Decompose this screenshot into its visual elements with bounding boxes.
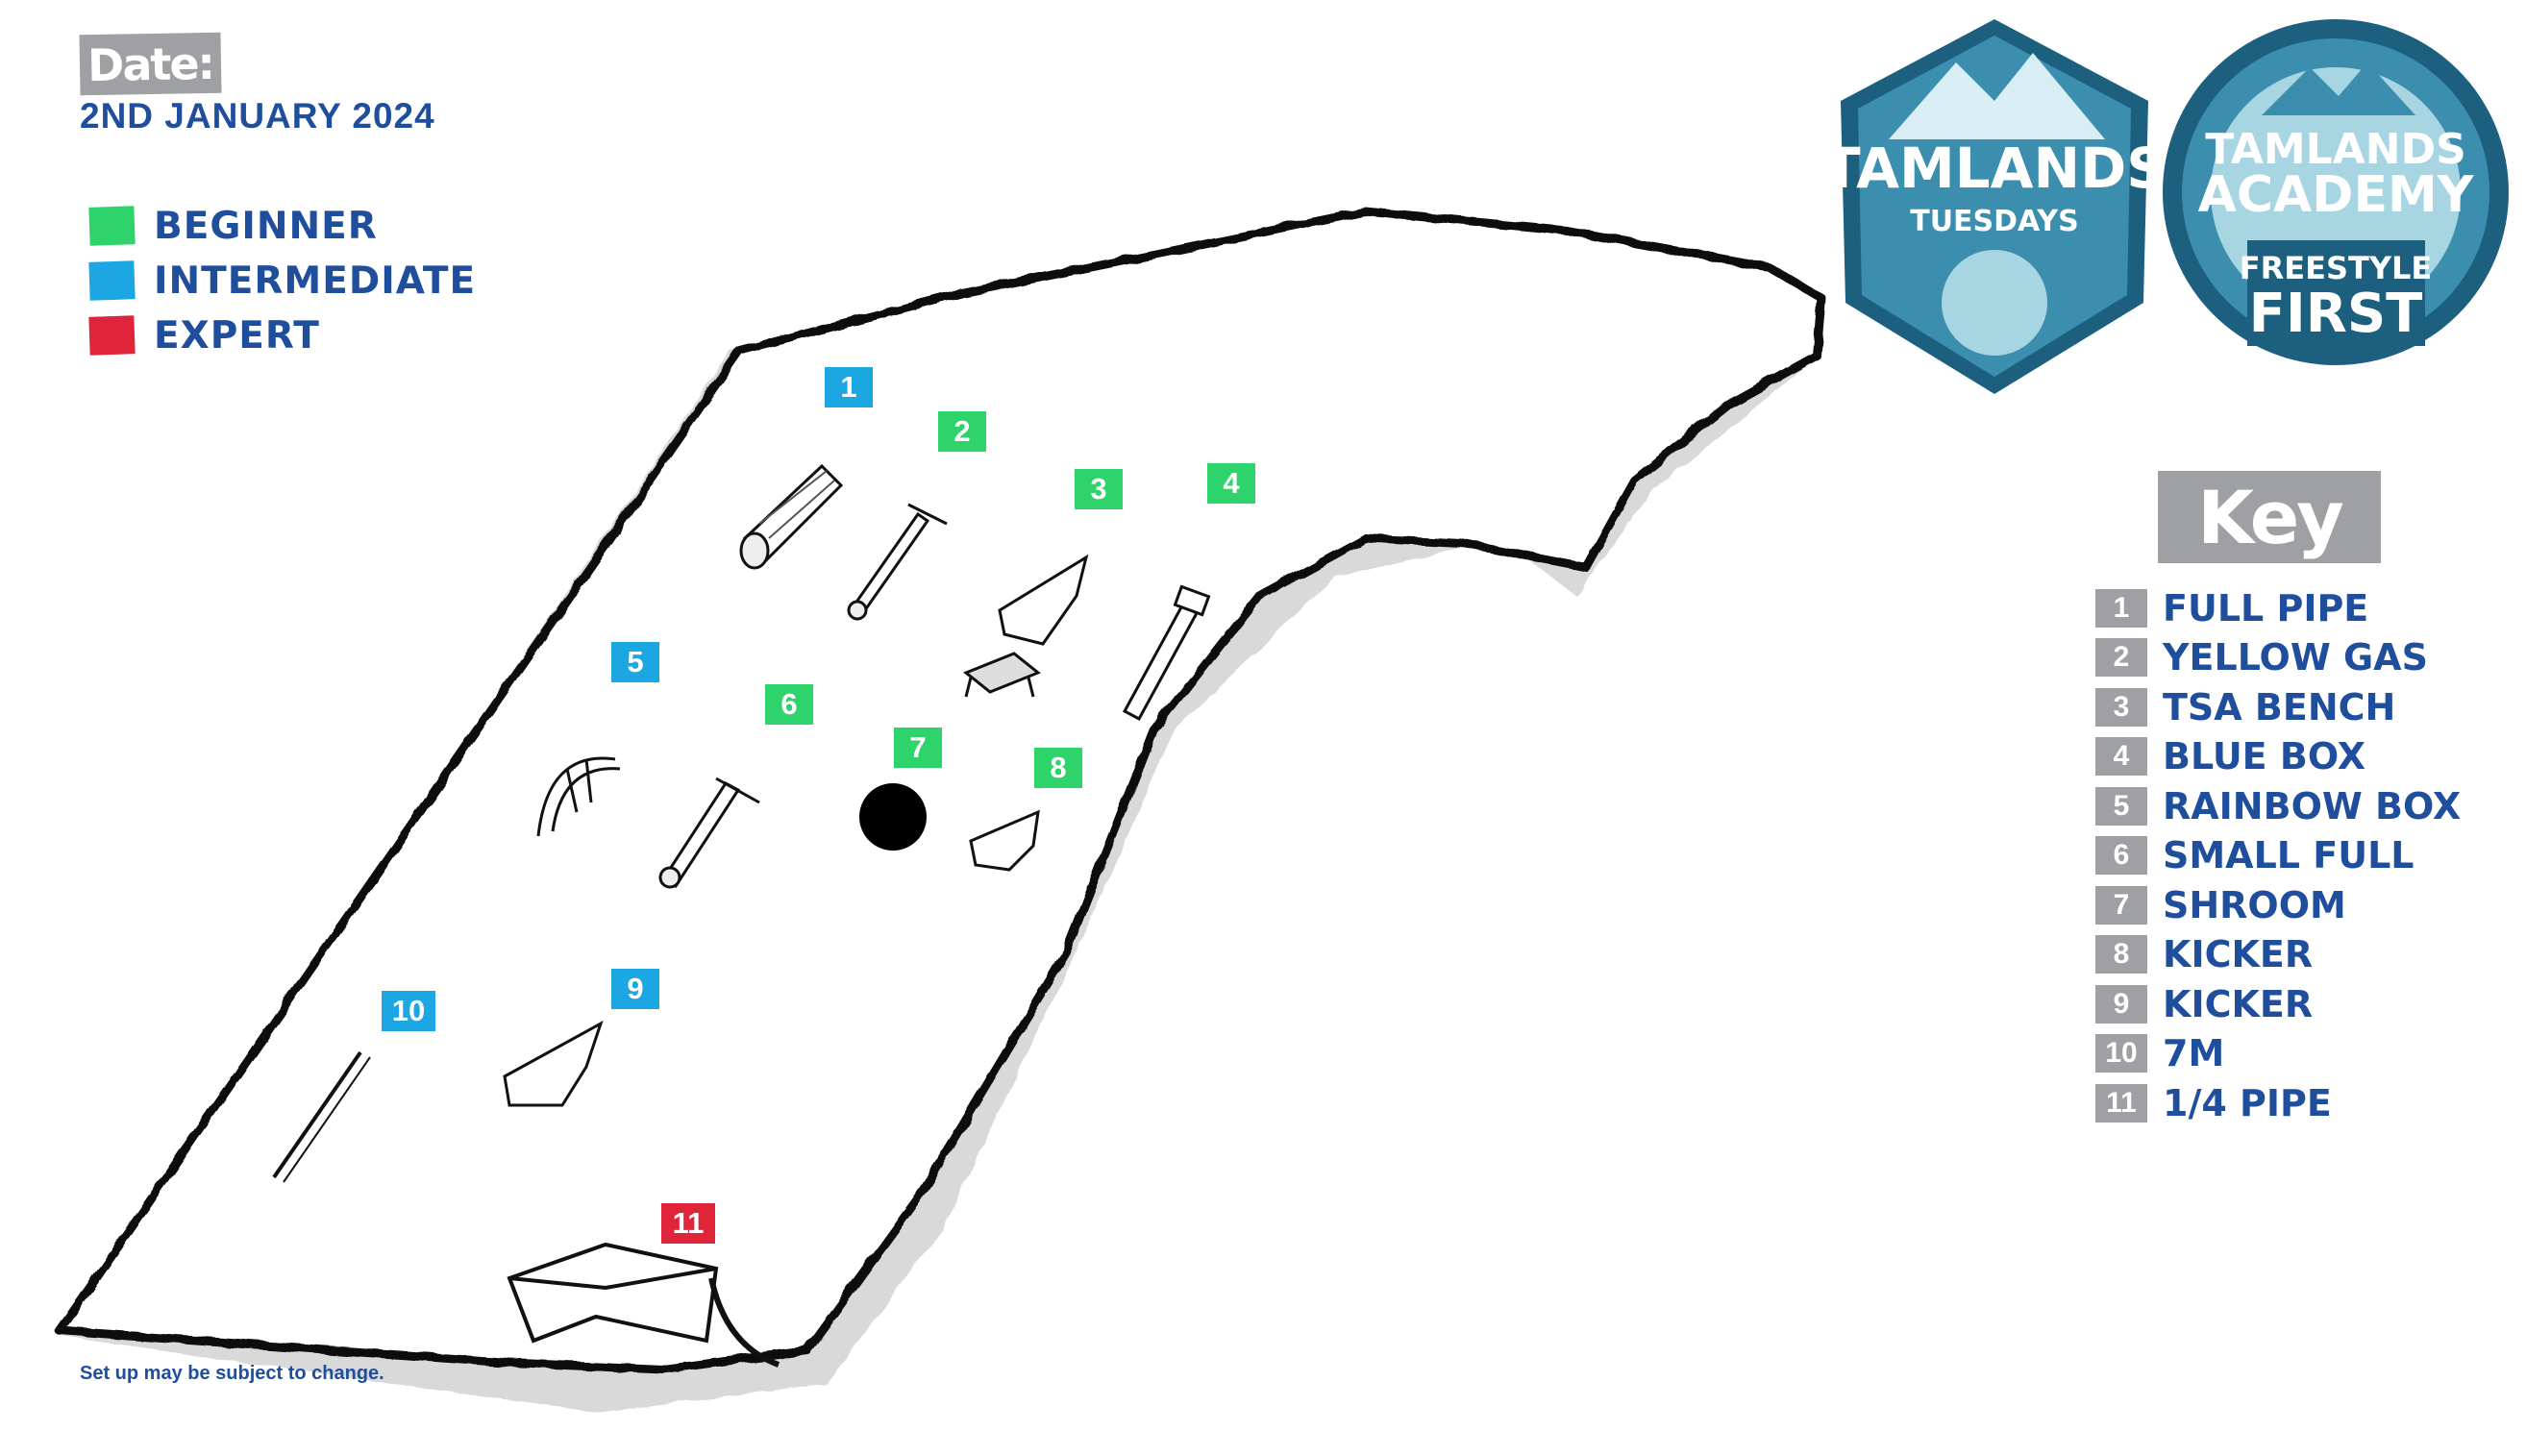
key-label: FULL PIPE <box>2163 587 2369 629</box>
key-label: KICKER <box>2163 983 2314 1025</box>
key-title: Key <box>2197 474 2344 560</box>
key-row: 6 SMALL FULL <box>2095 833 2415 877</box>
key-number: 8 <box>2095 935 2147 974</box>
feature-shroom <box>859 783 927 851</box>
feature-quarter-pipe <box>507 1242 780 1368</box>
key-title-box: Key <box>2158 471 2381 563</box>
feature-blue-box <box>1122 584 1211 722</box>
key-row: 10 7M <box>2095 1031 2224 1075</box>
feature-marker-4: 4 <box>1207 463 1255 504</box>
key-row: 3 TSA BENCH <box>2095 685 2395 729</box>
logo-academy-line2: ACADEMY <box>2198 166 2475 224</box>
key-number: 10 <box>2095 1034 2147 1073</box>
feature-marker-6: 6 <box>765 684 813 725</box>
key-row: 4 BLUE BOX <box>2095 734 2365 778</box>
key-row: 9 KICKER <box>2095 982 2313 1026</box>
key-label: SHROOM <box>2163 884 2346 926</box>
key-number: 1 <box>2095 589 2147 628</box>
feature-kicker-8 <box>969 809 1040 872</box>
disclaimer: Set up may be subject to change. <box>80 1363 384 1384</box>
date-value: 2ND JANUARY 2024 <box>80 96 435 136</box>
feature-rainbow-box <box>536 756 621 837</box>
feature-marker-5: 5 <box>611 642 659 682</box>
key-number: 7 <box>2095 886 2147 925</box>
key-number: 4 <box>2095 737 2147 776</box>
feature-marker-10: 10 <box>382 991 435 1031</box>
key-row: 8 KICKER <box>2095 932 2313 976</box>
logo-academy-line4: FIRST <box>2249 283 2423 345</box>
feature-full-pipe <box>739 463 844 570</box>
feature-kicker-9 <box>503 1020 604 1107</box>
key-label: 7M <box>2163 1032 2225 1074</box>
legend-beginner: BEGINNER <box>88 204 378 248</box>
key-row: 1 FULL PIPE <box>2095 586 2368 630</box>
feature-marker-2: 2 <box>938 411 986 452</box>
intermediate-swatch <box>88 260 136 301</box>
feature-marker-11: 11 <box>661 1203 715 1244</box>
logo-academy-line3: FREESTYLE <box>2240 250 2433 286</box>
feature-yellow-gas <box>847 503 948 621</box>
key-label: RAINBOW BOX <box>2163 785 2462 827</box>
legend-label: EXPERT <box>154 313 320 358</box>
key-number: 11 <box>2095 1084 2147 1123</box>
feature-marker-1: 1 <box>825 367 873 407</box>
legend-expert: EXPERT <box>88 313 320 358</box>
key-label: SMALL FULL <box>2163 834 2415 876</box>
key-number: 6 <box>2095 836 2147 875</box>
feature-7m <box>272 1050 371 1183</box>
key-label: 1/4 PIPE <box>2163 1082 2332 1124</box>
key-row: 2 YELLOW GAS <box>2095 635 2428 679</box>
key-label: KICKER <box>2163 933 2314 975</box>
date-label: Date: <box>87 37 214 91</box>
legend-intermediate: INTERMEDIATE <box>88 259 477 303</box>
key-label: BLUE BOX <box>2163 735 2366 777</box>
logo-academy-line1: TAMLANDS <box>2205 125 2466 174</box>
feature-tsa-bench <box>963 554 1089 698</box>
legend-label: INTERMEDIATE <box>154 259 477 303</box>
logo-tuesdays-line2: TUESDAYS <box>1910 205 2079 238</box>
expert-swatch <box>88 315 136 356</box>
key-label: TSA BENCH <box>2163 686 2396 728</box>
key-number: 9 <box>2095 985 2147 1024</box>
feature-marker-7: 7 <box>894 728 942 768</box>
tamlands-academy-logo: TAMLANDS ACADEMY FREESTYLE FIRST <box>2163 19 2509 365</box>
key-row: 11 1/4 PIPE <box>2095 1081 2332 1125</box>
tamlands-tuesdays-logo: TAMLANDS TUESDAYS <box>1831 19 2158 394</box>
feature-small-full <box>658 777 760 889</box>
slope-surface <box>55 207 1826 1374</box>
key-row: 5 RAINBOW BOX <box>2095 784 2461 828</box>
date-label-box: Date: <box>79 32 222 96</box>
key-label: YELLOW GAS <box>2163 636 2428 679</box>
key-number: 5 <box>2095 787 2147 826</box>
key-number: 3 <box>2095 688 2147 727</box>
feature-marker-8: 8 <box>1034 748 1082 788</box>
feature-marker-3: 3 <box>1075 469 1123 509</box>
logo-tuesdays-line1: TAMLANDS <box>1831 136 2158 201</box>
key-number: 2 <box>2095 638 2147 677</box>
beginner-swatch <box>88 206 136 246</box>
feature-marker-9: 9 <box>611 969 659 1009</box>
key-row: 7 SHROOM <box>2095 883 2346 927</box>
legend-label: BEGINNER <box>154 204 378 248</box>
